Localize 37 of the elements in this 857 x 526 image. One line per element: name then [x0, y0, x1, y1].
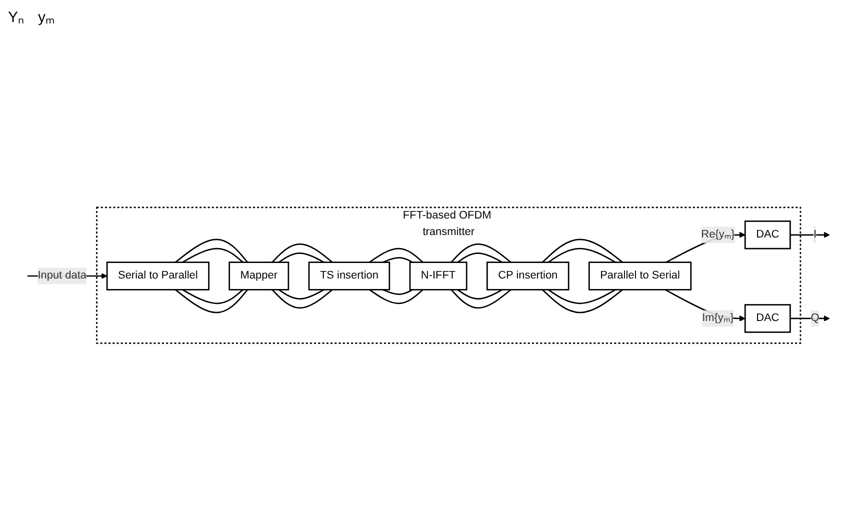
- node-box: Parallel to Serial: [588, 261, 692, 290]
- connector: [542, 288, 623, 313]
- node-box: N-IFFT: [409, 261, 468, 290]
- connector: [382, 256, 413, 263]
- arrow: [790, 232, 830, 238]
- connector: [382, 288, 413, 295]
- connector: [457, 252, 503, 263]
- edge-label: I: [813, 228, 817, 240]
- node-box: DAC: [744, 220, 791, 249]
- node-box: Serial to Parallel: [106, 261, 210, 290]
- connector: [369, 288, 424, 304]
- connector: [174, 238, 248, 263]
- connector: [278, 288, 324, 300]
- connector: [548, 248, 616, 263]
- connector: [278, 252, 324, 263]
- edge-label: Q: [810, 312, 820, 324]
- arrow: [790, 315, 830, 322]
- edge-label: Im{yₘ}: [702, 312, 734, 324]
- connector: [548, 288, 616, 304]
- connector: [457, 288, 503, 300]
- connector: [450, 288, 512, 308]
- edge-label: Input data: [38, 270, 86, 282]
- node-box: TS insertion: [308, 261, 390, 290]
- connector: [542, 238, 623, 263]
- connector: [369, 248, 424, 263]
- connector: [272, 288, 333, 308]
- signal-label: Yₙ: [8, 8, 24, 26]
- connector: [450, 243, 512, 263]
- connector: [182, 288, 244, 304]
- signal-label: yₘ: [38, 8, 55, 26]
- node-box: CP insertion: [486, 261, 570, 290]
- connector: [182, 248, 244, 263]
- node-box: Mapper: [228, 261, 290, 290]
- node-box: DAC: [744, 304, 791, 333]
- connector: [272, 243, 333, 263]
- connector: [174, 288, 248, 313]
- edge-label: Re{yₘ}: [701, 228, 735, 240]
